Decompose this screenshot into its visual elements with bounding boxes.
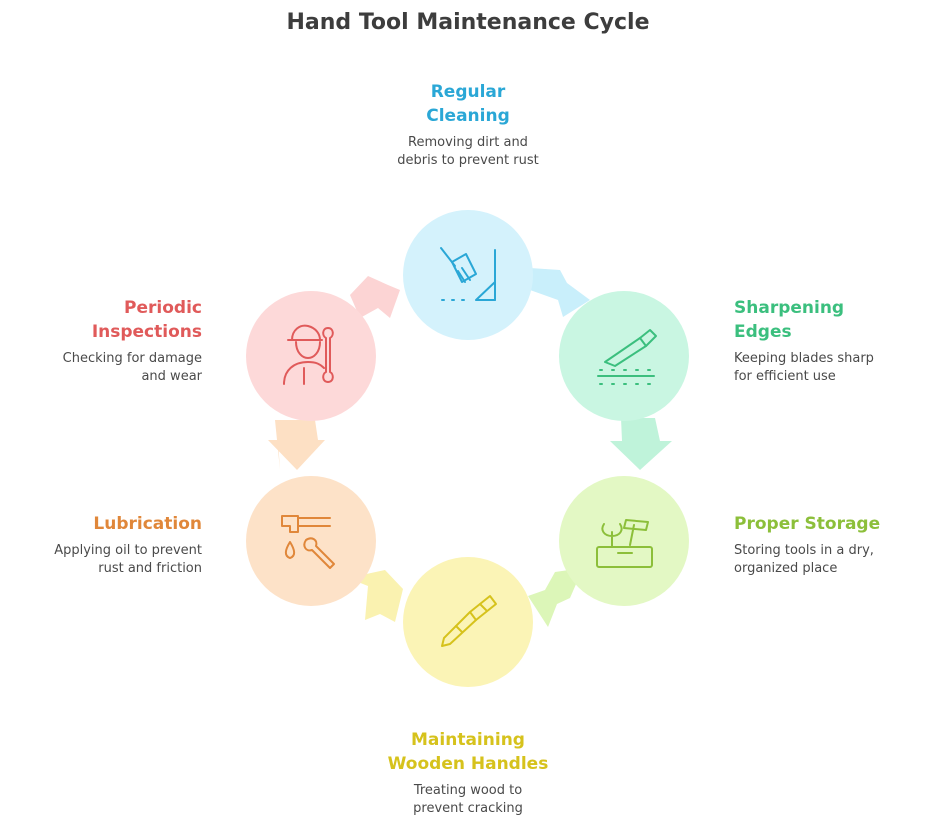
step-title-line: Sharpening — [734, 298, 845, 318]
step-title-inspection: Periodic Inspections — [12, 296, 202, 344]
step-circle-inspection — [246, 291, 376, 421]
step-desc-line: prevent cracking — [413, 801, 523, 816]
step-desc-line: rust and friction — [98, 561, 202, 576]
chisel-icon — [441, 595, 497, 647]
step-title-line: Proper Storage — [734, 514, 881, 534]
knife-icon — [597, 329, 657, 385]
arrow-lubrication-to-inspection — [268, 420, 325, 470]
step-desc-line: Applying oil to prevent — [54, 543, 202, 558]
step-title-line: Inspections — [91, 322, 202, 342]
step-title-line: Lubrication — [93, 514, 202, 534]
step-label-cleaning: Regular Cleaning Removing dirt and debri… — [358, 80, 578, 170]
arrow-storage-to-handles — [528, 568, 583, 627]
step-desc-line: Checking for damage — [62, 351, 202, 366]
step-label-lubrication: Lubrication Applying oil to prevent rust… — [12, 512, 202, 578]
step-title-line: Cleaning — [426, 106, 510, 126]
arrow-handles-to-lubrication — [348, 570, 403, 622]
step-desc-line: debris to prevent rust — [397, 153, 539, 168]
arrow-sharpening-to-storage — [610, 418, 672, 470]
step-desc-cleaning: Removing dirt and debris to prevent rust — [358, 134, 578, 170]
step-title-line: Periodic — [124, 298, 202, 318]
step-desc-line: Keeping blades sharp — [734, 351, 874, 366]
step-title-line: Edges — [734, 322, 792, 342]
step-desc-handles: Treating wood to prevent cracking — [348, 782, 588, 818]
step-desc-line: for efficient use — [734, 369, 836, 384]
step-label-storage: Proper Storage Storing tools in a dry, o… — [734, 512, 929, 578]
toolbox-icon — [596, 519, 653, 568]
step-desc-inspection: Checking for damage and wear — [12, 350, 202, 386]
inspector-icon — [283, 324, 334, 385]
step-title-line: Regular — [430, 82, 506, 102]
step-desc-line: and wear — [141, 369, 202, 384]
step-title-line: Maintaining — [411, 730, 525, 750]
step-desc-storage: Storing tools in a dry, organized place — [734, 542, 929, 578]
step-title-storage: Proper Storage — [734, 512, 929, 536]
step-desc-line: Treating wood to — [413, 783, 523, 798]
step-title-sharpening: Sharpening Edges — [734, 296, 924, 344]
step-label-handles: Maintaining Wooden Handles Treating wood… — [348, 728, 588, 818]
arrow-cleaning-to-sharpening — [530, 268, 590, 317]
step-circle-handles — [403, 557, 533, 687]
arrow-inspection-to-cleaning — [350, 276, 400, 318]
step-circle-lubrication — [246, 476, 376, 606]
step-title-line: Wooden Handles — [387, 754, 549, 774]
step-desc-line: Removing dirt and — [408, 135, 528, 150]
step-circle-sharpening — [559, 291, 689, 421]
step-desc-line: Storing tools in a dry, — [734, 543, 874, 558]
step-desc-sharpening: Keeping blades sharp for efficient use — [734, 350, 924, 386]
step-label-inspection: Periodic Inspections Checking for damage… — [12, 296, 202, 386]
step-label-sharpening: Sharpening Edges Keeping blades sharp fo… — [734, 296, 924, 386]
step-desc-lubrication: Applying oil to prevent rust and frictio… — [12, 542, 202, 578]
step-title-cleaning: Regular Cleaning — [358, 80, 578, 128]
step-title-lubrication: Lubrication — [12, 512, 202, 536]
broom-icon — [440, 247, 496, 301]
step-desc-line: organized place — [734, 561, 838, 576]
step-title-handles: Maintaining Wooden Handles — [348, 728, 588, 776]
step-circle-cleaning — [403, 210, 533, 340]
diagram-title: Hand Tool Maintenance Cycle — [286, 10, 650, 35]
oil-can-icon — [281, 515, 335, 569]
step-circle-storage — [559, 476, 689, 606]
